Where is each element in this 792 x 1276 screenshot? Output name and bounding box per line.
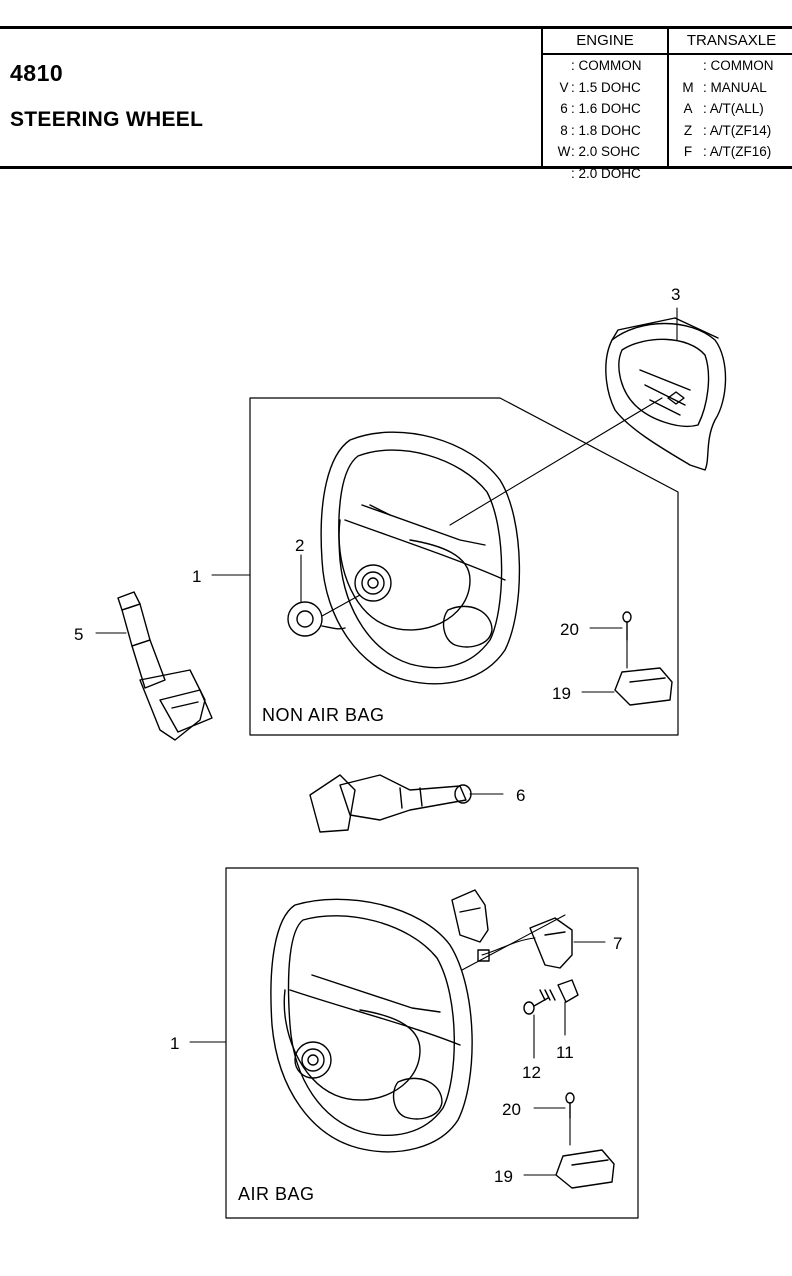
transaxle-row: : COMMON [703, 58, 774, 73]
remote-switch-right [529, 917, 573, 969]
air-bag-box [225, 867, 639, 1219]
leader-line-7-axis [461, 914, 566, 971]
engine-heading: ENGINE [543, 29, 667, 55]
callout-6: 6 [516, 786, 525, 805]
callout-5: 5 [74, 625, 83, 644]
multi-function-switch [117, 591, 213, 741]
transaxle-row: A: A/T(ALL) [683, 101, 764, 116]
callout-3: 3 [671, 285, 680, 304]
callout-12: 12 [522, 1063, 541, 1082]
wiper-switch [309, 774, 472, 833]
spring [539, 979, 579, 1003]
callout-1-bottom: 1 [170, 1034, 179, 1053]
transaxle-column: TRANSAXLE : COMMON M: MANUAL A: A/T(ALL)… [669, 29, 792, 166]
code-table: ENGINE : COMMON V: 1.5 DOHC 6: 1.6 DOHC … [541, 29, 792, 181]
transaxle-row: F: A/T(ZF16) [683, 144, 772, 159]
callout-2: 2 [295, 536, 304, 555]
engine-row: W: 2.0 SOHC [557, 144, 641, 159]
screw-12 [523, 997, 549, 1015]
callout-11: 11 [556, 1043, 574, 1062]
part-title: STEERING WHEEL [10, 108, 204, 131]
remote-switch-left [451, 889, 489, 943]
engine-row: V: 1.5 DOHC [559, 79, 641, 95]
engine-row: 8: 1.8 DOHC [560, 122, 641, 138]
engine-row: : COMMON [571, 58, 642, 73]
header-bottom-rule [0, 166, 792, 169]
steering-wheel-non-airbag [320, 431, 521, 685]
engine-row: : 2.0 DOHC [571, 165, 641, 181]
screw-top [622, 611, 632, 641]
part-number: 4810 [10, 60, 64, 86]
callout-7: 7 [613, 934, 622, 953]
horn-pad-assembly [605, 317, 727, 471]
callout-1-top: 1 [192, 567, 201, 586]
callout-20-top: 20 [560, 620, 579, 639]
transaxle-row: M: MANUAL [682, 79, 767, 95]
exploded-parts-diagram: NON AIR BAG AIR BAG 1 2 3 5 6 20 19 1 7 … [74, 285, 727, 1219]
switch-harness [481, 937, 536, 956]
engine-row: 6: 1.6 DOHC [560, 101, 641, 116]
transaxle-heading: TRANSAXLE [669, 29, 792, 55]
air-bag-label: AIR BAG [238, 1184, 315, 1204]
callout-19-top: 19 [552, 684, 571, 703]
leader-line-2-axis [321, 594, 361, 617]
non-air-bag-label: NON AIR BAG [262, 705, 385, 725]
leader-line-3 [449, 397, 663, 526]
engine-column: ENGINE : COMMON V: 1.5 DOHC 6: 1.6 DOHC … [543, 29, 669, 181]
catalog-header: 4810 STEERING WHEEL ENGINE : COMMON V: 1… [0, 0, 792, 181]
non-air-bag-box [249, 397, 679, 736]
callout-19-bottom: 19 [494, 1167, 513, 1186]
contact-ring [287, 601, 346, 637]
screw-bottom [565, 1092, 575, 1119]
steering-wheel-airbag [270, 898, 473, 1153]
harness-connector [477, 949, 490, 962]
cover-bottom [555, 1149, 615, 1189]
cover-top [614, 667, 673, 706]
header-top-rule [0, 26, 792, 29]
transaxle-row: Z: A/T(ZF14) [683, 122, 772, 138]
callout-20-bottom: 20 [502, 1100, 521, 1119]
